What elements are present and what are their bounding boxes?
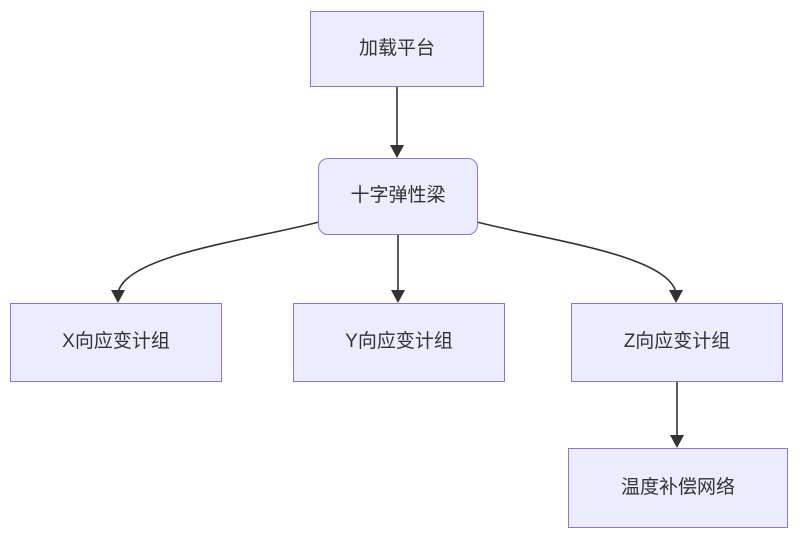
node-z-strain-gauge-group: Z向应变计组 — [571, 303, 783, 382]
arrowhead-down-icon — [111, 290, 125, 303]
node-x-strain-gauge-group: X向应变计组 — [10, 303, 222, 382]
node-y-strain-gauge-group-label: Y向应变计组 — [345, 331, 453, 353]
node-temperature-compensation-network: 温度补偿网络 — [568, 448, 788, 528]
arrowhead-down-icon — [670, 435, 684, 448]
arrowhead-down-icon — [390, 145, 404, 158]
node-temperature-compensation-network-label: 温度补偿网络 — [620, 476, 735, 498]
node-y-strain-gauge-group: Y向应变计组 — [293, 303, 505, 382]
node-z-strain-gauge-group-label: Z向应变计组 — [623, 331, 731, 353]
arrowhead-down-icon — [391, 290, 405, 303]
arrowhead-down-icon — [669, 290, 683, 303]
edge-cross-elastic-beam-to-x-strain-gauge-group — [117, 221, 320, 294]
edge-cross-elastic-beam-to-z-strain-gauge-group — [476, 221, 677, 294]
node-loading-platform: 加载平台 — [310, 11, 484, 87]
node-loading-platform-label: 加载平台 — [358, 37, 435, 59]
node-x-strain-gauge-group-label: X向应变计组 — [62, 331, 170, 353]
node-cross-elastic-beam: 十字弹性梁 — [318, 158, 478, 235]
node-cross-elastic-beam-label: 十字弹性梁 — [350, 185, 446, 207]
